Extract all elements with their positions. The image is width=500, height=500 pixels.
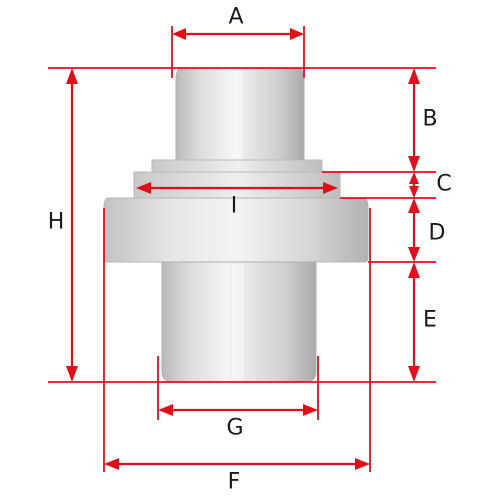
dim-c-arrow-top <box>409 172 419 184</box>
extension-lines <box>48 26 436 472</box>
dim-e-arrow-top <box>408 262 420 278</box>
label-i: I <box>231 194 238 219</box>
dim-c-arrow-bottom <box>409 186 419 198</box>
label-e: E <box>423 308 437 333</box>
label-a: A <box>228 5 243 30</box>
dim-i-arrow-left <box>136 182 151 194</box>
dim-g-arrow-right <box>303 404 318 416</box>
dim-f-arrow-right <box>355 458 370 470</box>
flange <box>103 197 369 263</box>
dim-b-arrow-top <box>408 68 420 84</box>
label-f: F <box>228 470 241 495</box>
dim-a-arrow-left <box>172 28 186 40</box>
dim-d-arrow-top <box>408 198 420 213</box>
dim-e-arrow-bottom <box>408 366 420 382</box>
dimension-labels: A B C D E F G H I <box>48 5 452 495</box>
label-d: D <box>429 221 446 246</box>
label-g: G <box>226 416 243 441</box>
dim-d-arrow-bottom <box>408 247 420 262</box>
label-c: C <box>436 172 451 197</box>
dim-h-arrow-top <box>66 68 78 84</box>
dimension-lines <box>66 28 420 470</box>
dim-f-arrow-left <box>104 458 119 470</box>
dim-h-arrow-bottom <box>66 366 78 382</box>
bottom-cylinder-highlight <box>232 264 244 380</box>
dim-i-arrow-right <box>323 182 338 194</box>
shoulder-step <box>151 159 323 173</box>
dim-g-arrow-left <box>158 404 173 416</box>
label-h: H <box>48 210 65 235</box>
dim-b-arrow-bottom <box>408 156 420 172</box>
dim-a-arrow-right <box>290 28 304 40</box>
label-b: B <box>422 107 437 132</box>
top-cylinder-highlight <box>233 70 243 160</box>
bushing-part <box>103 67 369 383</box>
